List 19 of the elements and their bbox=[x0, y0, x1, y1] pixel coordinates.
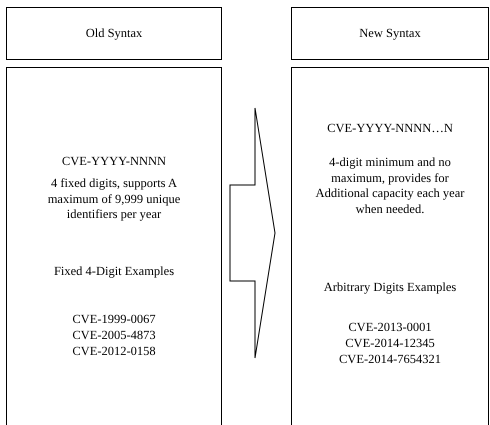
examples-heading: Fixed 4-Digit Examples bbox=[52, 264, 176, 280]
header-box bbox=[6, 7, 222, 60]
example-id: CVE-2012-0158 bbox=[71, 344, 157, 360]
column-heading: Old Syntax bbox=[86, 26, 142, 41]
example-id: CVE-2013-0001 bbox=[347, 320, 433, 336]
description-text: 4-digit minimum and no maximum, provides for Additional capacity each year when needed. bbox=[314, 155, 466, 217]
syntax-format: CVE-YYYY-NNNN bbox=[60, 154, 168, 170]
header-box bbox=[291, 7, 489, 60]
example-id: CVE-2014-12345 bbox=[344, 336, 436, 352]
examples-heading: Arbitrary Digits Examples bbox=[322, 280, 458, 296]
syntax-format: CVE-YYYY-NNNN…N bbox=[326, 121, 454, 136]
content-box bbox=[291, 67, 489, 425]
column-heading: New Syntax bbox=[359, 26, 421, 41]
example-id: CVE-2014-7654321 bbox=[338, 352, 442, 368]
example-id: CVE-1999-0067 bbox=[71, 312, 157, 328]
content-box bbox=[6, 67, 222, 425]
description-text: 4 fixed digits, supports A maximum of 9,999 unique identifiers per year bbox=[46, 176, 182, 222]
example-id: CVE-2005-4873 bbox=[71, 328, 157, 344]
block-arrow bbox=[230, 108, 276, 358]
